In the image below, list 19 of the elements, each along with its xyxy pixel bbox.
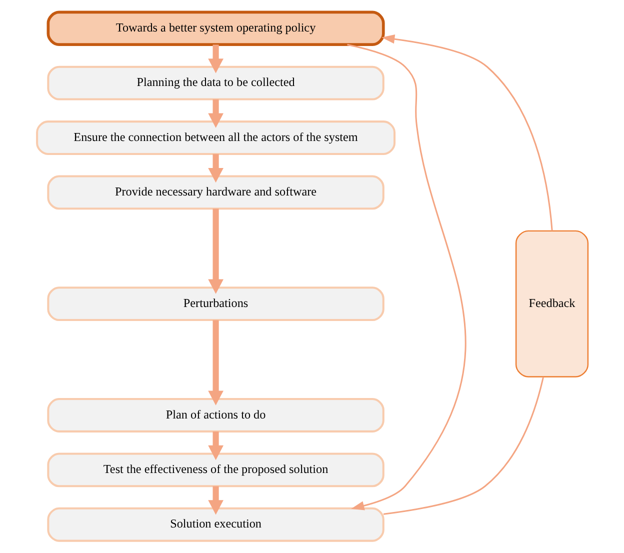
arrow bbox=[208, 431, 223, 460]
arrow bbox=[208, 44, 223, 74]
connector bbox=[382, 376, 544, 515]
arrow bbox=[208, 208, 223, 294]
arrow bbox=[208, 99, 223, 128]
arrow bbox=[208, 320, 223, 406]
node-box: Plan of actions to do bbox=[46, 398, 384, 432]
arrow bbox=[346, 44, 466, 510]
node-box: Perturbations bbox=[46, 286, 384, 322]
node-box: Test the effectiveness of the proposed solution bbox=[46, 452, 384, 488]
arrow bbox=[208, 486, 223, 515]
node-box: Provide necessary hardware and software bbox=[46, 175, 384, 210]
node-box: Feedback bbox=[514, 230, 588, 378]
arrow bbox=[208, 154, 223, 183]
node-box: Towards a better system operating policy bbox=[46, 10, 384, 46]
node-box: Planning the data to be collected bbox=[46, 66, 384, 100]
arrow bbox=[380, 34, 552, 231]
node-box: Ensure the connection between all the actors of the system bbox=[36, 120, 396, 155]
node-box: Solution execution bbox=[46, 507, 384, 542]
